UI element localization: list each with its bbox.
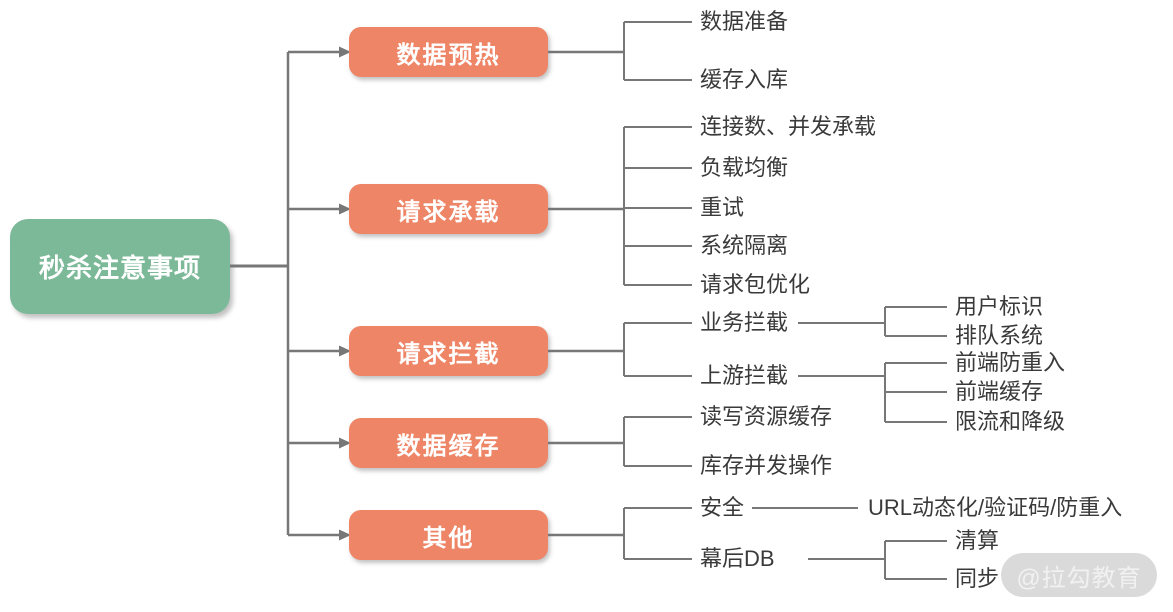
leaf-settlement: 清算	[955, 527, 1000, 553]
branch-others: 其他	[349, 510, 548, 560]
leaf-url-dynamization: URL动态化/验证码/防重入	[868, 494, 1123, 520]
connector-branch5-tree	[548, 507, 947, 580]
leaf-data-preparation: 数据准备	[700, 8, 789, 34]
branch-data-preheat: 数据预热	[349, 27, 548, 77]
leaf-system-isolation: 系统隔离	[700, 232, 789, 258]
watermark-badge: @拉勾教育	[1001, 553, 1157, 597]
leaf-rate-limit-degrade: 限流和降级	[955, 408, 1066, 434]
leaf-frontend-reentry-prevention: 前端防重入	[955, 349, 1066, 375]
connector-branch4-tree	[548, 416, 692, 467]
connector-branch1-tree	[548, 21, 692, 81]
leaf-load-balancing: 负载均衡	[700, 154, 789, 180]
leaf-security: 安全	[700, 494, 745, 520]
leaf-retry: 重试	[700, 194, 745, 220]
leaf-user-identification: 用户标识	[955, 293, 1044, 319]
leaf-connection-concurrency: 连接数、并发承载	[700, 113, 877, 139]
branch-request-capacity: 请求承载	[349, 184, 548, 234]
connector-branch2-tree	[548, 126, 692, 286]
leaf-upstream-interception: 上游拦截	[700, 362, 789, 388]
leaf-backend-db: 幕后DB	[700, 545, 775, 571]
leaf-frontend-cache: 前端缓存	[955, 378, 1044, 404]
root-node: 秒杀注意事项	[10, 219, 230, 314]
leaf-sync: 同步	[955, 565, 1000, 591]
leaf-rw-resource-cache: 读写资源缓存	[700, 403, 833, 429]
connector-branch-arrows	[288, 50, 340, 537]
leaf-cache-loading: 缓存入库	[700, 66, 789, 92]
leaf-queue-system: 排队系统	[955, 322, 1044, 348]
branch-request-interception: 请求拦截	[349, 326, 548, 376]
leaf-request-packet-optimization: 请求包优化	[700, 271, 811, 297]
leaf-business-interception: 业务拦截	[700, 309, 789, 335]
arrowheads	[339, 46, 351, 541]
connector-branch3-tree	[548, 306, 947, 423]
branch-data-cache: 数据缓存	[349, 418, 548, 468]
leaf-inventory-concurrency: 库存并发操作	[700, 452, 833, 478]
